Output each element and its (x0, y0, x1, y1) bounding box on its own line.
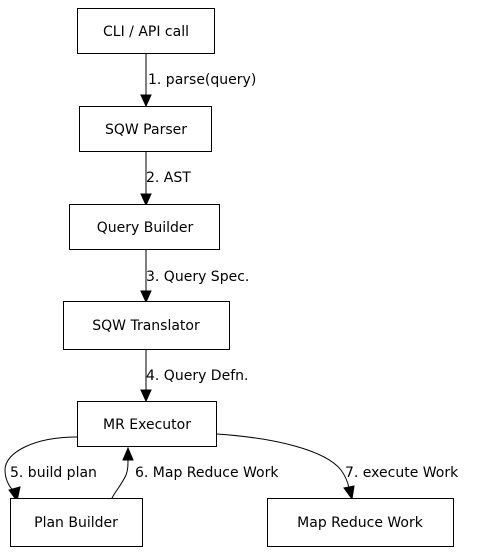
node-cli-label: CLI / API call (103, 24, 189, 40)
node-builder-box (69, 204, 220, 250)
edge-execute-work: 7. execute Work (216, 433, 459, 501)
edge-1-label: 1. parse(query) (148, 72, 256, 88)
edge-7-arrowhead (343, 485, 355, 501)
node-plan-builder-box (10, 498, 143, 547)
edge-map-reduce-work-return: 6. Map Reduce Work (111, 446, 279, 499)
node-parser-box (79, 106, 212, 152)
node-translator-label: SQW Translator (92, 318, 200, 334)
edge-4-label: 4. Query Defn. (146, 368, 248, 384)
edge-3-arrowhead (140, 290, 152, 304)
node-mr-work-label: Map Reduce Work (297, 515, 424, 531)
edge-build-plan: 5. build plan (4, 436, 97, 503)
edge-3-label: 3. Query Spec. (146, 269, 249, 285)
edge-6-arrowhead (122, 446, 134, 461)
node-cli-box (77, 8, 215, 54)
node-translator-box (63, 301, 230, 350)
node-mr-work-box (267, 498, 454, 547)
node-mr-executor: MR Executor (77, 401, 217, 447)
node-plan-builder: Plan Builder (10, 498, 143, 547)
edge-2-arrowhead (140, 193, 152, 207)
edge-parse-query: 1. parse(query) (140, 54, 256, 108)
edge-4-arrowhead (140, 389, 152, 403)
edge-5-arrowhead (8, 486, 21, 503)
edge-query-spec: 3. Query Spec. (140, 250, 249, 304)
node-plan-builder-label: Plan Builder (34, 515, 118, 531)
edge-5-label: 5. build plan (10, 465, 97, 481)
node-cli-api-call: CLI / API call (77, 8, 215, 54)
edge-1-arrowhead (140, 94, 152, 108)
node-sqw-translator: SQW Translator (63, 301, 230, 350)
node-executor-box (77, 401, 217, 447)
node-parser-label: SQW Parser (105, 122, 187, 138)
node-sqw-parser: SQW Parser (79, 106, 212, 152)
edge-ast: 2. AST (140, 152, 191, 207)
edge-5-line (4, 436, 78, 492)
node-query-builder: Query Builder (69, 204, 220, 250)
edge-2-label: 2. AST (146, 170, 191, 186)
edge-6-label: 6. Map Reduce Work (135, 465, 279, 481)
edge-6-line (111, 458, 129, 499)
node-executor-label: MR Executor (103, 417, 191, 433)
edge-7-label: 7. execute Work (345, 465, 459, 481)
node-map-reduce-work: Map Reduce Work (267, 498, 454, 547)
edge-7-line (216, 433, 350, 489)
edge-query-defn: 4. Query Defn. (140, 350, 248, 403)
node-builder-label: Query Builder (97, 220, 194, 236)
